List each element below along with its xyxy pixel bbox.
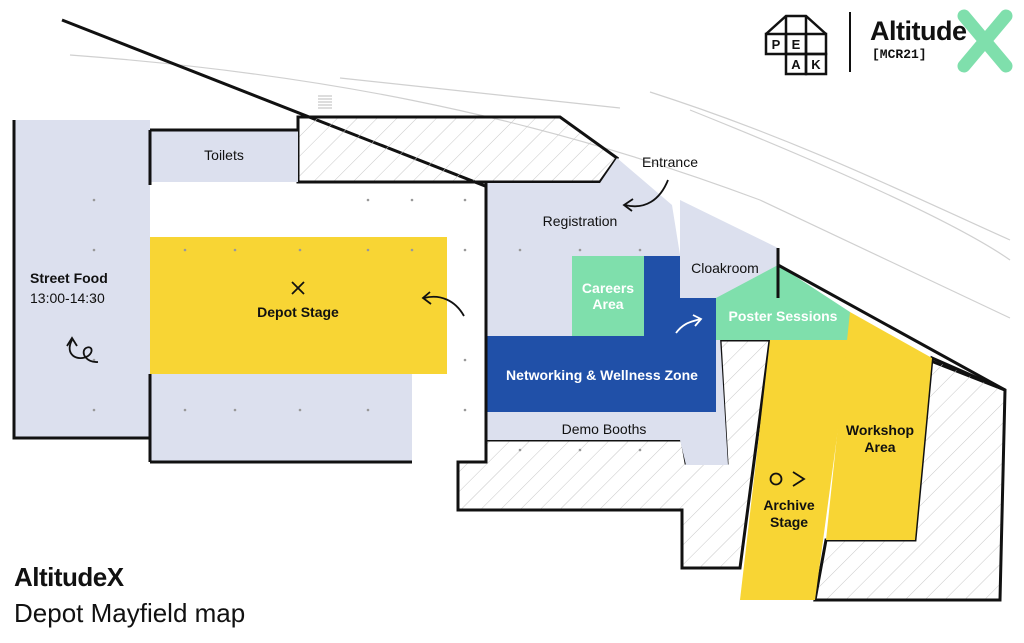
chevron-right-icon — [792, 471, 806, 487]
crossing-marks — [318, 95, 332, 109]
careers-area-box — [572, 256, 644, 336]
logo-divider — [849, 12, 851, 72]
hatched-block-top — [296, 115, 620, 184]
poster-sessions-area — [716, 265, 850, 340]
cloakroom-area — [680, 200, 778, 298]
altitude-x-mark-icon — [957, 9, 1013, 73]
depot-stage-arrow-icon — [423, 295, 465, 317]
entrance-label: Entrance — [642, 154, 698, 170]
circle-icon — [769, 472, 783, 486]
floor-grid-dots — [92, 198, 642, 452]
toilets-label: Toilets — [204, 147, 244, 163]
networking-zone — [486, 256, 716, 412]
toilets-area — [150, 130, 298, 182]
depot-stage-area — [150, 237, 447, 374]
networking-arrow-icon — [675, 318, 701, 334]
demo-booths-label: Demo Booths — [562, 421, 647, 437]
workshop-label-line1: Workshop — [846, 422, 914, 438]
entrance-arrowhead-icon — [622, 198, 634, 212]
careers-label-line1: Careers — [582, 280, 634, 296]
map-subtitle: Depot Mayfield map — [14, 598, 246, 628]
cloakroom-label: Cloakroom — [691, 260, 759, 276]
depot-stage-arrowhead-icon — [421, 291, 432, 305]
archive-label-line1: Archive — [763, 497, 815, 513]
street-food-arrowhead-icon — [66, 336, 78, 347]
depot-stage-label: Depot Stage — [257, 304, 339, 320]
peak-letter-a: A — [791, 57, 801, 72]
archive-stage-area — [740, 340, 850, 600]
street-food-label: Street Food — [30, 270, 108, 286]
peak-logo: P E A K — [764, 14, 828, 76]
building-outline — [12, 120, 1006, 464]
cross-icon — [291, 281, 305, 295]
entrance-arrow-icon — [624, 179, 669, 208]
peak-letter-p: P — [772, 37, 781, 52]
workshop-label-line2: Area — [864, 439, 895, 455]
map-title: AltitudeX — [14, 562, 124, 592]
careers-label-line2: Area — [592, 296, 623, 312]
networking-label: Networking & Wellness Zone — [506, 367, 698, 383]
peak-letter-e: E — [792, 37, 801, 52]
peak-letter-k: K — [811, 57, 821, 72]
workshop-area — [826, 312, 932, 540]
archive-label-line2: Stage — [770, 514, 808, 530]
brand-suffix: [MCR21] — [872, 47, 927, 62]
networking-arrowhead-icon — [692, 314, 703, 327]
street-food-area — [14, 120, 150, 438]
registration-label: Registration — [543, 213, 618, 229]
brand-name: Altitude — [870, 16, 967, 46]
street-food-loop-icon — [68, 339, 99, 363]
poster-sessions-label: Poster Sessions — [729, 308, 838, 324]
hall-lower-left — [150, 374, 412, 462]
street-food-time: 13:00-14:30 — [30, 290, 105, 306]
